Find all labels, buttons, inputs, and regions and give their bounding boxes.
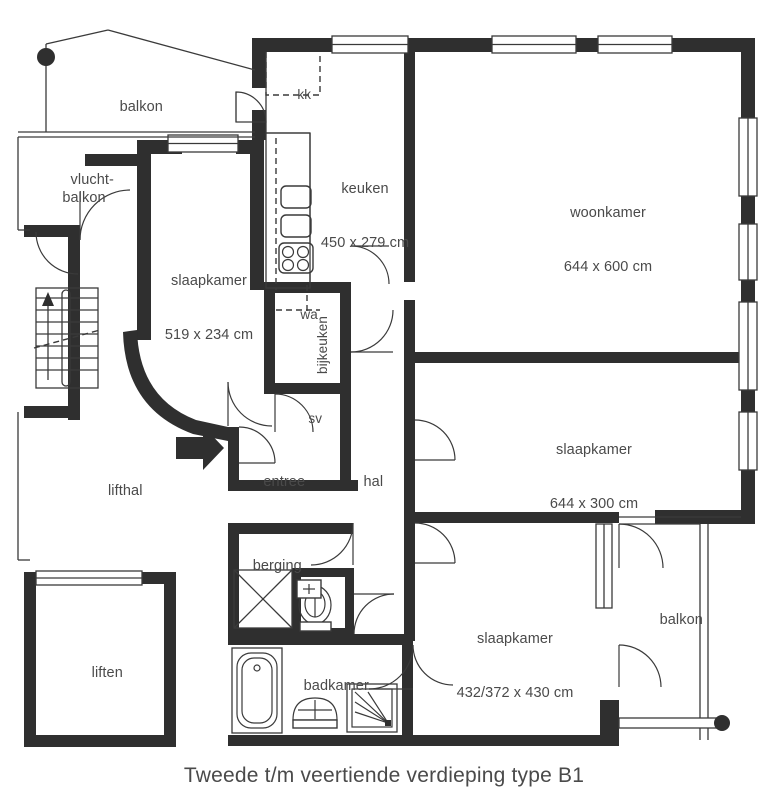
floor-plan-caption: Tweede t/m veertiende verdieping type B1 [183,764,585,787]
staircase [33,287,101,389]
interior-thin-outlines [265,52,311,288]
bathroom-fixtures [231,569,398,734]
door-swings [35,91,664,690]
structural-walls [24,38,755,747]
entrance-arrow-icon [176,426,224,470]
balcony-and-thin-lines [17,29,741,740]
windows [35,35,758,609]
kitchen-fixtures [265,132,314,289]
